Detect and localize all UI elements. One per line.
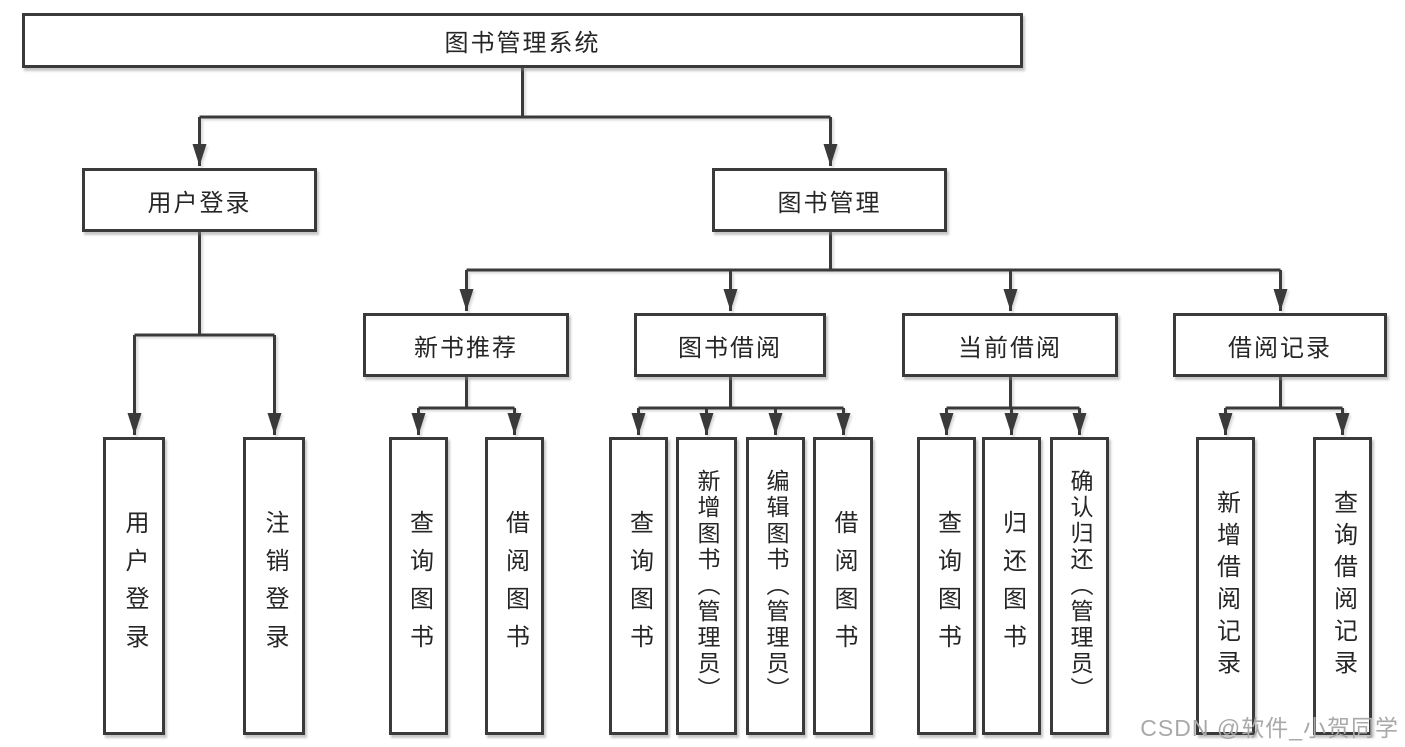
node-new-book-recommend: 新书推荐 — [363, 313, 569, 377]
leaf-query-borrow-record: 查询借阅记录 — [1313, 437, 1372, 735]
node-label: 图书管理系统 — [444, 30, 601, 57]
node-label: 新增借阅记录 — [1212, 490, 1240, 682]
node-label: 图书管理 — [777, 189, 882, 217]
node-label: 用户登录 — [121, 510, 148, 662]
csdn-watermark: CSDN @软件_小贺同学 — [1140, 715, 1399, 741]
node-label: 编辑图书（管理员） — [763, 469, 789, 703]
node-label: 确认归还（管理员） — [1067, 469, 1093, 703]
node-label: 当前借阅 — [958, 334, 1062, 362]
leaf-logout: 注销登录 — [243, 437, 305, 735]
leaf-query-books-borrowing: 查询图书 — [609, 437, 668, 735]
node-current-borrowing: 当前借阅 — [902, 313, 1118, 377]
leaf-borrow-books-recommend: 借阅图书 — [485, 437, 544, 735]
node-label: 查询借阅记录 — [1329, 490, 1357, 682]
node-label: 图书借阅 — [678, 334, 782, 362]
node-label: 借阅图书 — [501, 510, 529, 662]
leaf-query-books-current: 查询图书 — [917, 437, 976, 735]
node-label: 用户登录 — [147, 189, 252, 217]
leaf-add-borrow-record: 新增借阅记录 — [1196, 437, 1255, 735]
leaf-edit-book-admin: 编辑图书（管理员） — [746, 437, 805, 735]
node-root: 图书管理系统 — [22, 13, 1023, 68]
node-book-management: 图书管理 — [712, 168, 947, 232]
leaf-borrow-books-borrowing: 借阅图书 — [813, 437, 873, 735]
node-label: 查询图书 — [933, 510, 961, 662]
node-label: 新书推荐 — [414, 334, 518, 362]
leaf-confirm-return-admin: 确认归还（管理员） — [1050, 437, 1109, 735]
node-label: 注销登录 — [261, 510, 288, 662]
leaf-query-books-recommend: 查询图书 — [389, 437, 448, 735]
node-label: 借阅记录 — [1228, 334, 1332, 362]
node-label: 归还图书 — [998, 510, 1026, 662]
node-label: 新增图书（管理员） — [694, 469, 720, 703]
node-label: 借阅图书 — [830, 510, 857, 662]
node-borrow-records: 借阅记录 — [1173, 313, 1387, 377]
node-book-borrowing: 图书借阅 — [634, 313, 826, 377]
node-label: 查询图书 — [405, 510, 433, 662]
leaf-user-login: 用户登录 — [103, 437, 165, 735]
node-user-login: 用户登录 — [82, 168, 317, 232]
node-label: 查询图书 — [625, 510, 653, 662]
leaf-return-book: 归还图书 — [982, 437, 1041, 735]
leaf-add-book-admin: 新增图书（管理员） — [676, 437, 737, 735]
